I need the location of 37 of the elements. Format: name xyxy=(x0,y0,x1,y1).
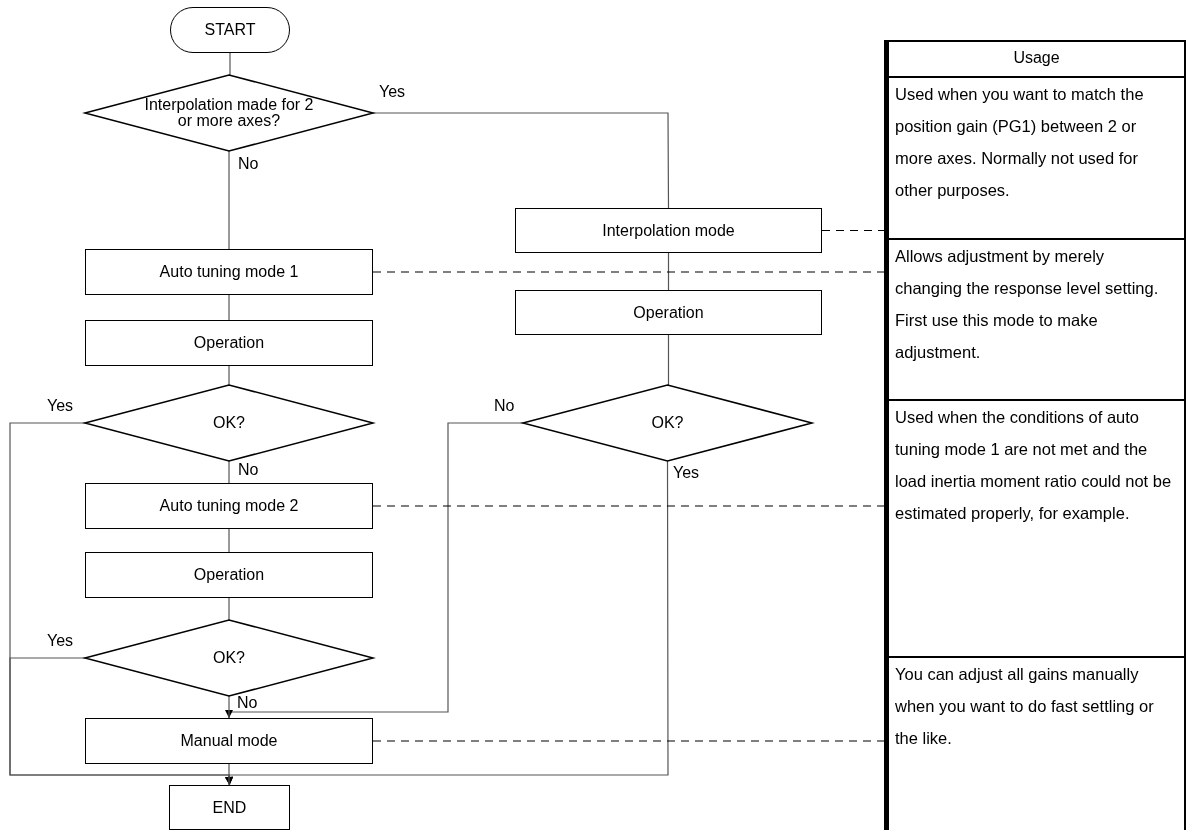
process-box: Operation xyxy=(85,552,373,598)
terminal-box: START xyxy=(170,7,290,53)
edge-label: Yes xyxy=(46,398,75,413)
process-box: Operation xyxy=(515,290,822,335)
table-header: Usage xyxy=(1012,48,1061,68)
decision-label: OK? xyxy=(213,415,245,431)
edge-label: No xyxy=(237,462,260,477)
table-cell: You can adjust all gains manually when you want to do fast settling or the like. xyxy=(889,656,1184,830)
connector xyxy=(228,528,230,553)
usage-table xyxy=(884,40,1186,830)
process-box: Operation xyxy=(85,320,373,366)
decision-label: OK? xyxy=(651,415,684,431)
edge-label: Yes xyxy=(378,84,407,99)
connector xyxy=(228,52,231,76)
process-box: Auto tuning mode 1 xyxy=(85,249,373,295)
connector xyxy=(228,763,231,786)
connector xyxy=(667,252,670,291)
connector xyxy=(372,112,670,209)
process-box: Manual mode xyxy=(85,718,373,764)
decision-label: Interpolation made for 2 or more axes? xyxy=(144,97,314,129)
process-box: Interpolation mode xyxy=(515,208,822,253)
connector xyxy=(228,294,230,321)
process-box: END xyxy=(169,785,290,830)
edge-label: Yes xyxy=(672,465,701,480)
connector xyxy=(228,695,230,719)
edge-label: Yes xyxy=(46,633,75,648)
edge-label: No xyxy=(237,156,260,171)
edge-label: No xyxy=(493,398,516,413)
connector xyxy=(228,365,230,386)
connector xyxy=(666,334,670,386)
connector xyxy=(228,460,230,484)
decision-label: OK? xyxy=(213,650,245,666)
edge-label: No xyxy=(236,695,259,710)
connector xyxy=(9,657,234,786)
connector xyxy=(228,597,230,621)
process-box: Auto tuning mode 2 xyxy=(85,483,373,529)
connector xyxy=(228,150,230,250)
